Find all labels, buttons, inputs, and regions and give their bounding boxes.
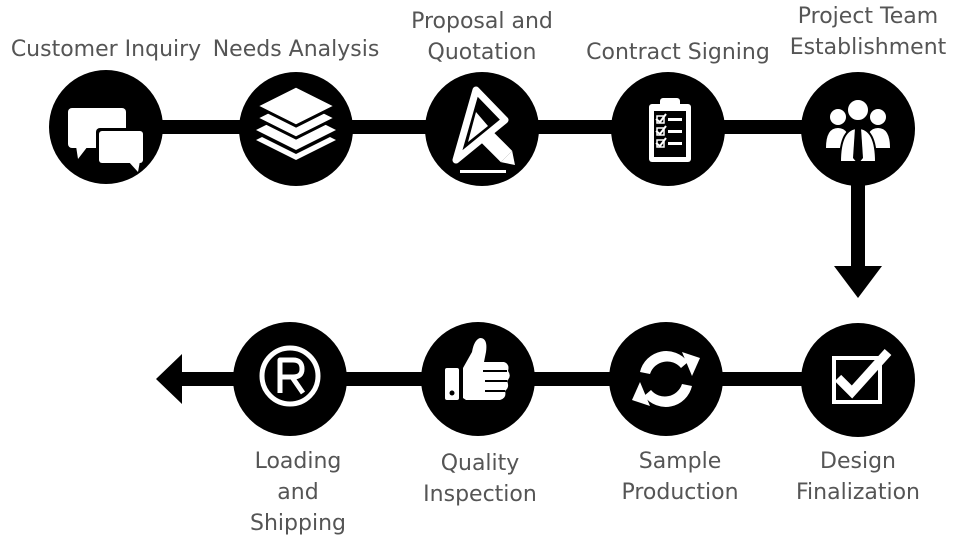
- label-line: Shipping: [250, 511, 346, 536]
- label-line: Establishment: [789, 35, 947, 60]
- refresh-arrows-icon: [632, 351, 700, 407]
- step-circle-loading-and-shipping: [233, 322, 347, 436]
- step-circle-quality-inspection: [421, 322, 535, 436]
- step-label-customer-inquiry: Customer Inquiry: [6, 34, 206, 65]
- label-line: Sample: [638, 449, 722, 474]
- step-label-loading-and-shipping: Loading and Shipping: [228, 446, 368, 539]
- step-circle-contract-signing: [611, 72, 725, 186]
- step-label-needs-analysis: Needs Analysis: [206, 34, 386, 65]
- label-line: and: [277, 480, 319, 505]
- step-label-sample-production: Sample Production: [596, 446, 764, 508]
- label-line: Proposal and: [411, 9, 553, 34]
- left-arrowhead: [156, 354, 182, 404]
- layers-icon: [252, 84, 340, 160]
- step-circle-sample-production: [609, 322, 723, 436]
- step-circle-needs-analysis: [239, 72, 353, 186]
- thumbs-up-icon: [445, 338, 510, 400]
- step-circle-design-finalization: [801, 323, 915, 437]
- step-circle-customer-inquiry: [49, 70, 163, 184]
- label-line: Inspection: [423, 482, 537, 507]
- label-line: Customer Inquiry: [10, 37, 202, 62]
- step-label-proposal-and-quotation: Proposal and Quotation: [392, 6, 572, 68]
- label-line: Finalization: [796, 480, 920, 505]
- step-label-design-finalization: Design Finalization: [778, 446, 938, 508]
- label-line: Production: [621, 480, 739, 505]
- clipboard-checklist-icon: [649, 98, 691, 162]
- down-arrowhead: [834, 266, 882, 298]
- registered-mark-icon: [259, 345, 321, 407]
- label-line: Quality: [440, 451, 520, 476]
- label-line: Project Team: [797, 4, 939, 29]
- speech-bubbles-icon: [68, 108, 146, 172]
- label-line: Contract Signing: [586, 40, 770, 65]
- team-icon: [826, 98, 890, 164]
- step-label-project-team-establishment: Project Team Establishment: [780, 1, 956, 63]
- label-line: Design: [820, 449, 896, 474]
- label-line: Quotation: [427, 40, 537, 65]
- label-line: Loading: [254, 449, 342, 474]
- checkbox-icon: [832, 348, 892, 404]
- step-circle-proposal-and-quotation: [425, 72, 539, 186]
- step-label-contract-signing: Contract Signing: [578, 37, 778, 68]
- label-line: Needs Analysis: [212, 37, 380, 62]
- triangle-ruler-pencil-icon: [452, 86, 515, 173]
- step-circle-project-team-establishment: [801, 72, 915, 186]
- step-label-quality-inspection: Quality Inspection: [402, 448, 558, 510]
